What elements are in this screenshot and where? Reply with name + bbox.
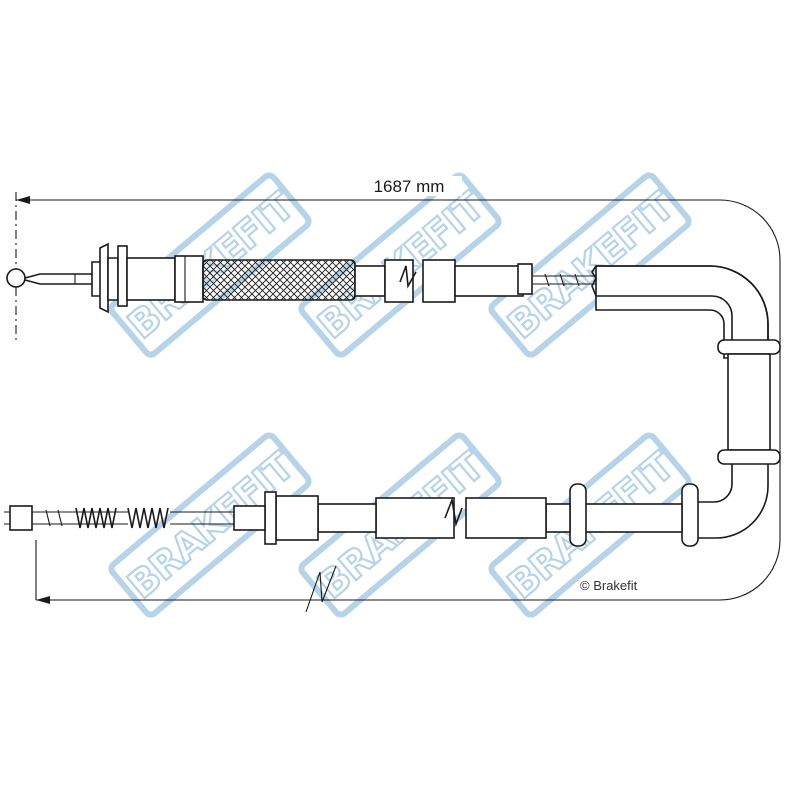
break-symbol <box>444 496 463 528</box>
dimension-line: 1687 mm <box>15 176 781 613</box>
arrowhead-left-bottom <box>36 596 50 604</box>
break-symbol <box>399 265 417 289</box>
upper-cable-assembly <box>6 242 769 359</box>
cable-nipple-end <box>9 505 33 531</box>
break-symbol <box>305 565 337 613</box>
eye-terminal <box>6 268 26 288</box>
arrowhead-left-top <box>16 196 30 204</box>
lower-cable-assembly <box>4 464 769 547</box>
knurled-sleeve <box>202 259 356 301</box>
return-spring <box>75 507 117 529</box>
copyright-label: © Brakefit <box>580 578 638 593</box>
watermark-group: BRAKEFIT BRAKEFIT BRAKEFIT BRAKEFIT BRAK… <box>108 172 692 618</box>
rubber-grommet <box>717 339 781 465</box>
return-spring <box>127 507 169 529</box>
length-dimension-label: 1687 mm <box>374 177 445 196</box>
